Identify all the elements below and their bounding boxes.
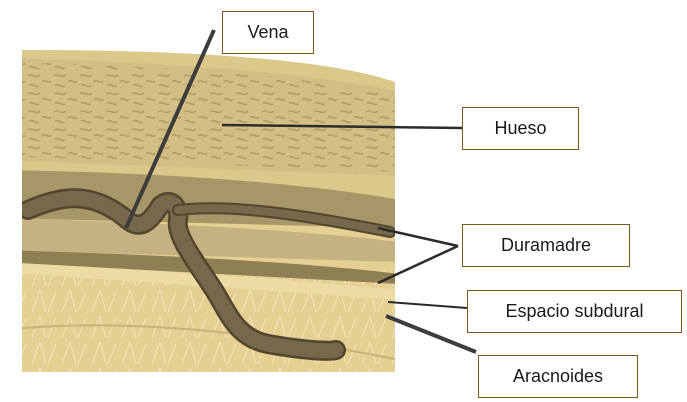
label-vena: Vena — [222, 11, 314, 54]
label-espacio-subdural: Espacio subdural — [467, 290, 682, 333]
label-aracnoides: Aracnoides — [478, 355, 638, 398]
label-duramadre: Duramadre — [462, 224, 630, 267]
aracnoides-pointer — [386, 316, 476, 352]
label-hueso: Hueso — [462, 107, 579, 150]
subdural-pointer — [388, 302, 467, 308]
